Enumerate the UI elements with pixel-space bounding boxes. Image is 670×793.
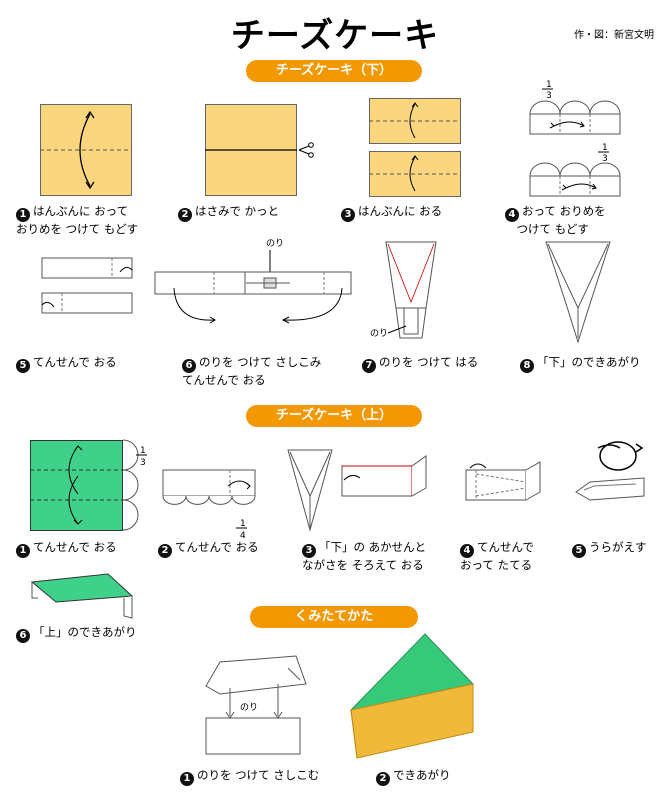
- glue-label: のり: [266, 238, 284, 249]
- step-number-badge: 6: [16, 629, 30, 643]
- svg-text:のり: のり: [240, 702, 258, 713]
- step-number-badge: 2: [178, 208, 192, 222]
- credit: 作・図：新宮文明: [574, 30, 654, 41]
- svg-text:3: 3: [602, 154, 608, 164]
- step-text: のりを つけて さしこみ てんせんで おる: [182, 355, 322, 387]
- step-text: のりを つけて さしこむ: [197, 768, 320, 782]
- upper-step-5-diagram: [575, 441, 645, 501]
- lower-step-7-diagram: のり: [370, 241, 437, 339]
- step-number-badge: 1: [180, 772, 194, 786]
- step-number-badge: 2: [376, 772, 390, 786]
- upper-steps-caption-6: 6「上」のできあがり: [16, 625, 137, 643]
- step-text: 「下」の あかせんと ながさを そろえて おる: [302, 540, 427, 572]
- upper-step-2-diagram: 1 4: [162, 469, 256, 541]
- lower-step-8-diagram: [545, 241, 611, 344]
- step-text: てんせんで おる: [33, 540, 117, 554]
- page-title: チーズケーキ: [230, 16, 440, 56]
- svg-text:3: 3: [140, 458, 146, 468]
- scissors-icon: [298, 142, 314, 158]
- step-number-badge: 6: [182, 359, 196, 373]
- svg-text:1: 1: [140, 446, 146, 456]
- step-text: おって おりめを つけて もどす: [516, 204, 606, 236]
- section-assembly-title: くみたてかた: [250, 606, 418, 628]
- svg-text:のり: のり: [370, 328, 388, 339]
- step-text: てんせんで おる: [175, 540, 259, 554]
- upper-step-3-diagram: [287, 449, 427, 532]
- step-text: できあがり: [393, 768, 451, 782]
- lower-steps-caption-8: 8「下」のできあがり: [520, 355, 641, 373]
- lower-step-5-diagram: [41, 257, 133, 314]
- lower-step-1-diagram: [40, 104, 132, 196]
- step-text: はさみで かっと: [195, 204, 280, 218]
- fraction-num: 1: [546, 80, 552, 90]
- step-number-badge: 5: [16, 359, 30, 373]
- step-text: うらがえす: [589, 540, 647, 554]
- section-lower-title: チーズケーキ（下）: [246, 60, 422, 82]
- step-text: はんぶんに おる: [358, 204, 443, 218]
- fraction-den: 3: [546, 91, 552, 101]
- step-number-badge: 1: [16, 544, 30, 558]
- section-upper-title: チーズケーキ（上）: [246, 405, 422, 427]
- step-number-badge: 7: [362, 359, 376, 373]
- upper-step-4-diagram: [465, 461, 541, 501]
- step-text: はんぶんに おって おりめを つけて もどす: [16, 204, 139, 236]
- step-text: てんせんで おる: [33, 355, 117, 369]
- upper-step-6-diagram: [30, 573, 134, 619]
- step-text: 「下」のできあがり: [537, 355, 641, 369]
- step-text: 「上」のできあがり: [33, 625, 137, 639]
- svg-text:4: 4: [240, 531, 246, 541]
- step-number-badge: 2: [158, 544, 172, 558]
- upper-step-1-diagram: 1 3: [30, 439, 147, 531]
- step-text: てんせんで おって たてる: [460, 540, 534, 572]
- lower-step-3-diagram: [369, 98, 461, 197]
- step-number-badge: 3: [341, 208, 355, 222]
- step-number-badge: 4: [460, 544, 474, 558]
- upper-steps-caption-3: 3「下」の あかせんと ながさを そろえて おる: [302, 540, 426, 573]
- assembly-step-1-diagram: のり: [205, 655, 307, 755]
- lower-step-4-diagram: 1 3 1 3: [529, 80, 621, 197]
- step-number-badge: 8: [520, 359, 534, 373]
- lower-step-6-diagram: のり: [154, 238, 352, 324]
- step-number-badge: 1: [16, 208, 30, 222]
- svg-text:1: 1: [240, 519, 246, 529]
- svg-text:1: 1: [602, 143, 608, 153]
- assembly-step-2-diagram: [349, 633, 474, 759]
- step-number-badge: 3: [302, 544, 316, 558]
- step-number-badge: 5: [572, 544, 586, 558]
- step-number-badge: 4: [505, 208, 519, 222]
- lower-step-2-diagram: [205, 104, 314, 196]
- step-text: のりを つけて はる: [379, 355, 479, 369]
